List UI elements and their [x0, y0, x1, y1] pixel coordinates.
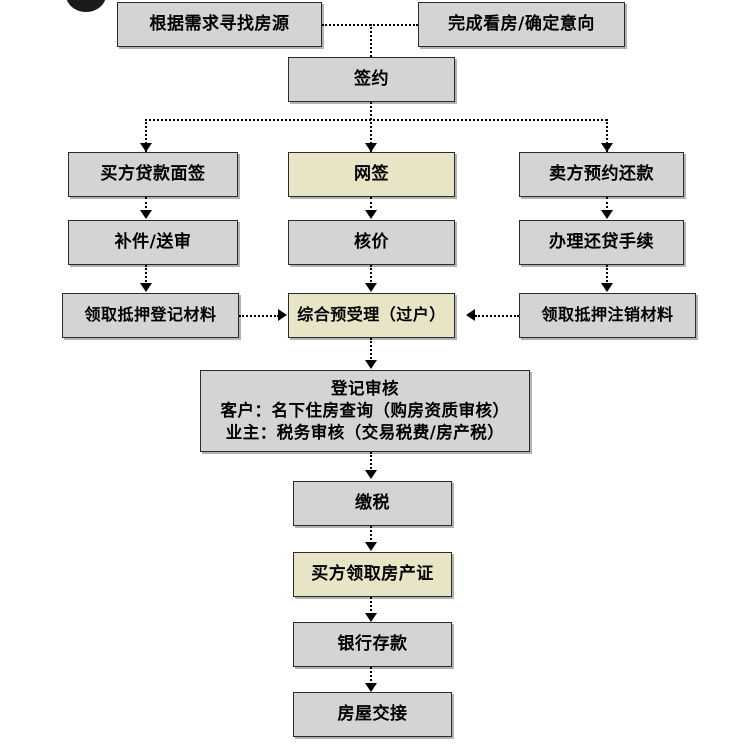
connector-transfer-to-registration	[370, 338, 372, 362]
arrowhead-into-transfer-right	[466, 309, 475, 321]
node-view-house[interactable]: 完成看房/确定意向	[418, 2, 625, 47]
decorative-circle-icon	[66, 0, 106, 12]
node-handover[interactable]: 房屋交接	[293, 692, 452, 737]
node-transfer-accept[interactable]: 综合预受理（过户）	[288, 293, 455, 338]
node-sign-contract[interactable]: 签约	[288, 57, 455, 102]
node-price-check[interactable]: 核价	[288, 220, 455, 265]
connector-buyer-loan-to-supplement	[145, 197, 147, 212]
arrowhead-registration-review	[365, 360, 377, 369]
node-find-house[interactable]: 根据需求寻找房源	[117, 2, 322, 47]
arrowhead-branch-left	[140, 143, 152, 152]
arrowhead-mortgage-cancel-docs	[601, 283, 613, 292]
node-supplement-docs[interactable]: 补件/送审	[68, 220, 238, 265]
connector-online-sign-to-price-check	[370, 197, 372, 212]
arrowhead-handover	[365, 683, 377, 692]
registration-review-line-1: 登记审核	[331, 379, 399, 399]
connector-cert-to-deposit	[370, 597, 372, 615]
node-buyer-loan-sign[interactable]: 买方贷款面签	[68, 152, 238, 197]
arrowhead-price-check	[365, 210, 377, 219]
connector-seller-prepay-to-repay	[606, 197, 608, 212]
arrowhead-pay-tax	[365, 470, 377, 479]
node-mortgage-cancel-docs[interactable]: 领取抵押注销材料	[519, 293, 696, 338]
connector-branch-bar	[145, 119, 607, 121]
node-repay-loan[interactable]: 办理还贷手续	[519, 220, 684, 265]
connector-supplement-to-mortgage-reg	[145, 265, 147, 285]
connector-tax-to-cert	[370, 526, 372, 544]
connector-mortgage-cancel-to-transfer	[475, 315, 519, 317]
connector-branch-left	[145, 119, 147, 152]
connector-deposit-to-handover	[370, 667, 372, 685]
node-buyer-get-cert[interactable]: 买方领取房产证	[293, 552, 452, 597]
connector-sign-stem	[370, 102, 372, 152]
registration-review-line-2: 客户：名下住房查询（购房资质审核）	[220, 401, 510, 421]
arrowhead-mortgage-reg-docs	[140, 283, 152, 292]
registration-review-line-3: 业主：税务审核（交易税费/房产税）	[225, 422, 505, 442]
node-mortgage-reg-docs[interactable]: 领取抵押登记材料	[62, 293, 239, 338]
arrowhead-buyer-get-cert	[365, 542, 377, 551]
arrowhead-sign-to-online-sign	[365, 143, 377, 152]
node-online-sign[interactable]: 网签	[288, 152, 455, 197]
node-pay-tax[interactable]: 缴税	[293, 481, 452, 526]
arrowhead-repay-loan	[601, 210, 613, 219]
connector-price-check-to-transfer	[370, 265, 372, 285]
connector-branch-right	[606, 119, 608, 152]
connector-mortgage-reg-to-transfer	[239, 315, 279, 317]
arrowhead-supplement	[140, 210, 152, 219]
connector-registration-to-tax	[370, 452, 372, 472]
node-seller-prepay[interactable]: 卖方预约还款	[519, 152, 684, 197]
node-bank-deposit[interactable]: 银行存款	[293, 622, 452, 667]
arrowhead-into-transfer-left	[278, 309, 287, 321]
connector-repay-to-mortgage-cancel	[606, 265, 608, 285]
arrowhead-branch-right	[601, 143, 613, 152]
node-registration-review[interactable]: 登记审核 客户：名下住房查询（购房资质审核） 业主：税务审核（交易税费/房产税）	[200, 370, 530, 452]
connector-row1-to-sign	[370, 24, 372, 57]
arrowhead-transfer-accept	[365, 283, 377, 292]
arrowhead-bank-deposit	[365, 613, 377, 622]
